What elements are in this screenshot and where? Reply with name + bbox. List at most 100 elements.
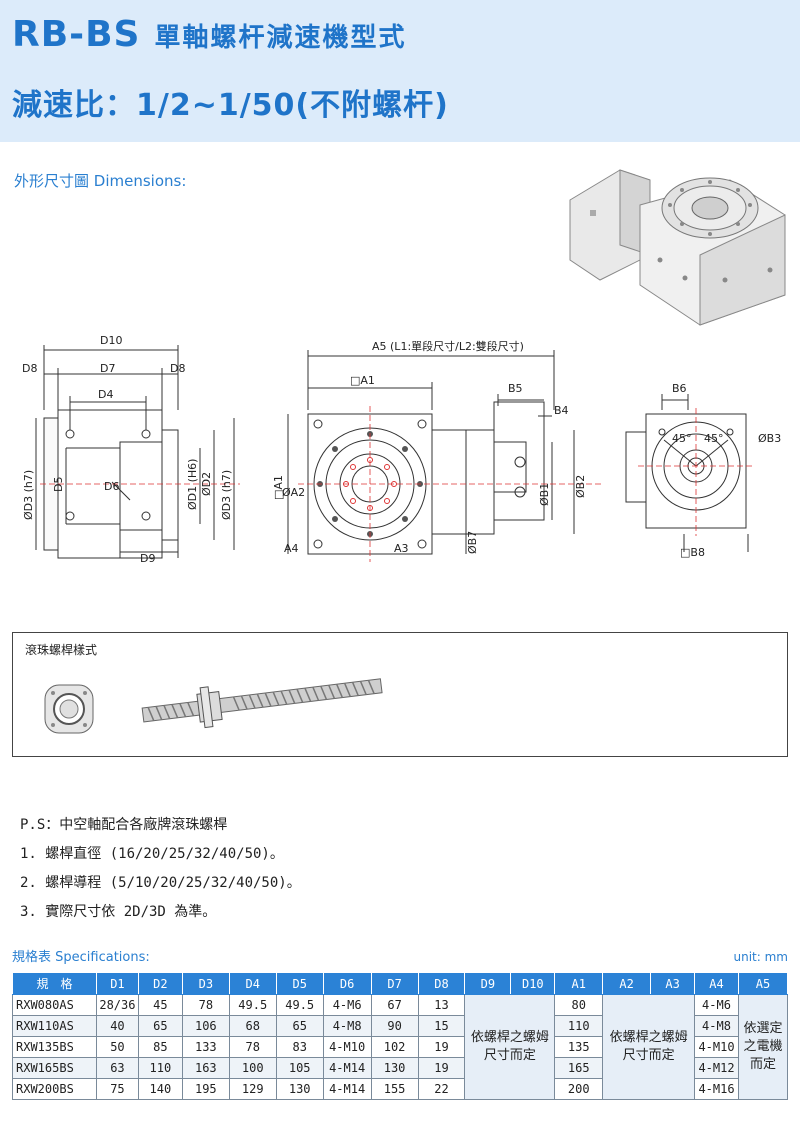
spec-title: 規格表 Specifications: xyxy=(12,950,150,965)
header-d9: D9 xyxy=(464,972,512,995)
cell-d3: 163 xyxy=(181,1057,230,1079)
product-3d-image xyxy=(569,169,786,326)
header-a1: A1 xyxy=(554,972,604,995)
cell-d8: 19 xyxy=(417,1057,466,1079)
cell-d1: 63 xyxy=(95,1057,139,1079)
cell-d8: 15 xyxy=(417,1015,466,1037)
header-d2: D2 xyxy=(137,972,183,995)
cell-d7: 67 xyxy=(370,994,419,1016)
cell-d6: 4-M6 xyxy=(322,994,372,1016)
cell-a1: 165 xyxy=(554,1057,604,1079)
label-a3: A3 xyxy=(394,542,409,555)
cell-a5-merged: 依選定之電機而定 xyxy=(737,994,789,1100)
header-d4: D4 xyxy=(228,972,277,995)
label-b6: B6 xyxy=(672,382,687,395)
model-name: RB-BS xyxy=(12,14,141,55)
label-a5: A5 (L1:單段尺寸/L2:雙段尺寸) xyxy=(372,339,524,353)
drawing-front-view: A5 (L1:單段尺寸/L2:雙段尺寸) □A1 B5 B4 ØA2 A3 A4… xyxy=(272,339,602,562)
label-d8-left: D8 xyxy=(22,362,37,375)
cell-model: RXW135BS xyxy=(12,1036,97,1058)
note-2: 2. 螺桿導程 (5/10/20/25/32/40/50)。 xyxy=(20,875,301,891)
cell-d1: 28/36 xyxy=(95,994,139,1016)
spec-header-row: 規 格 D1 D2 D3 D4 D5 D6 D7 D8 D9 D10 A1 A2… xyxy=(12,972,789,995)
label-d2: ØD2 xyxy=(200,472,213,496)
cell-d5: 105 xyxy=(275,1057,324,1079)
cell-d2: 140 xyxy=(137,1078,183,1100)
label-d3-right: ØD3 (h7) xyxy=(220,470,233,520)
header-a4: A4 xyxy=(694,972,739,995)
cell-d1: 50 xyxy=(95,1036,139,1058)
header-d6: D6 xyxy=(322,972,372,995)
cell-d4: 129 xyxy=(228,1078,277,1100)
cell-d4: 49.5 xyxy=(228,994,277,1016)
cell-d6: 4-M10 xyxy=(322,1036,372,1058)
cell-d3: 78 xyxy=(181,994,230,1016)
header-a3: A3 xyxy=(650,972,696,995)
cell-a1: 200 xyxy=(554,1078,604,1100)
cell-d7: 130 xyxy=(370,1057,419,1079)
label-b4: B4 xyxy=(554,404,569,417)
header-d5: D5 xyxy=(275,972,324,995)
cell-d7: 155 xyxy=(370,1078,419,1100)
label-b5: B5 xyxy=(508,382,523,395)
table-row: RXW080AS 28/36 45 78 49.5 49.5 4-M6 67 1… xyxy=(12,994,789,1100)
cell-a1: 80 xyxy=(554,994,604,1016)
label-b3: ØB3 xyxy=(758,432,781,445)
note-ps: P.S：中空軸配合各廠牌滾珠螺桿 xyxy=(20,817,228,833)
cell-d3: 133 xyxy=(181,1036,230,1058)
cell-model: RXW200BS xyxy=(12,1078,97,1100)
header-d8: D8 xyxy=(417,972,466,995)
label-d9: D9 xyxy=(140,552,155,565)
label-b2: ØB2 xyxy=(574,475,587,498)
header-model: 規 格 xyxy=(12,972,97,995)
cell-d2: 110 xyxy=(137,1057,183,1079)
cell-a2-a3-merged: 依螺桿之螺姆尺寸而定 xyxy=(602,994,696,1100)
cell-d5: 49.5 xyxy=(275,994,324,1016)
header-d10: D10 xyxy=(510,972,556,995)
notes-block: P.S：中空軸配合各廠牌滾珠螺桿 1. 螺桿直徑 (16/20/25/32/40… xyxy=(20,814,301,930)
cell-d4: 78 xyxy=(228,1036,277,1058)
label-angle-2: 45° xyxy=(704,432,724,445)
cell-d2: 45 xyxy=(137,994,183,1016)
cell-d3: 195 xyxy=(181,1078,230,1100)
table-row: RXW165BS 63 110 163 100 105 4-M14 130 19… xyxy=(12,1057,788,1079)
cell-d7: 102 xyxy=(370,1036,419,1058)
header-d1: D1 xyxy=(95,972,139,995)
cell-d8: 22 xyxy=(417,1078,466,1100)
cell-model: RXW080AS xyxy=(12,994,97,1016)
cell-d1: 75 xyxy=(95,1078,139,1100)
spec-unit: unit: mm xyxy=(733,950,789,964)
ballscrew-illustration xyxy=(44,678,383,734)
header-a2: A2 xyxy=(602,972,652,995)
label-d4: D4 xyxy=(98,388,113,401)
label-d10: D10 xyxy=(100,334,122,347)
cell-d5: 130 xyxy=(275,1078,324,1100)
cell-d6: 4-M14 xyxy=(322,1057,372,1079)
drawing-side-view: D10 D8 D7 D8 D4 D6 D9 ØD3 (h7) D5 ØD1 (H… xyxy=(22,334,240,565)
cell-d7: 90 xyxy=(370,1015,419,1037)
ballscrew-title: 滾珠螺桿樣式 xyxy=(25,643,98,657)
ratio-line: 減速比：1/2~1/50(不附螺杆) xyxy=(12,88,449,123)
label-a4: A4 xyxy=(284,542,299,555)
cell-d8: 13 xyxy=(417,994,466,1016)
label-d6: D6 xyxy=(104,480,119,493)
label-b7: ØB7 xyxy=(466,531,479,554)
cell-d1: 40 xyxy=(95,1015,139,1037)
label-d8-right: D8 xyxy=(170,362,185,375)
cell-a4: 4-M6 xyxy=(694,994,739,1016)
header-d3: D3 xyxy=(181,972,230,995)
label-d5: D5 xyxy=(52,477,65,492)
cell-d6: 4-M14 xyxy=(322,1078,372,1100)
label-a2: ØA2 xyxy=(282,486,305,499)
cell-d5: 65 xyxy=(275,1015,324,1037)
label-b8: □B8 xyxy=(680,546,705,559)
cell-a4: 4-M10 xyxy=(694,1036,739,1058)
cell-d4: 68 xyxy=(228,1015,277,1037)
label-b1: ØB1 xyxy=(538,483,551,506)
cell-d6: 4-M8 xyxy=(322,1015,372,1037)
table-row: RXW200BS 75 140 195 129 130 4-M14 155 22… xyxy=(12,1078,788,1100)
note-1: 1. 螺桿直徑 (16/20/25/32/40/50)。 xyxy=(20,846,284,862)
cell-d9-d10-merged: 依螺桿之螺姆尺寸而定 xyxy=(464,994,556,1100)
